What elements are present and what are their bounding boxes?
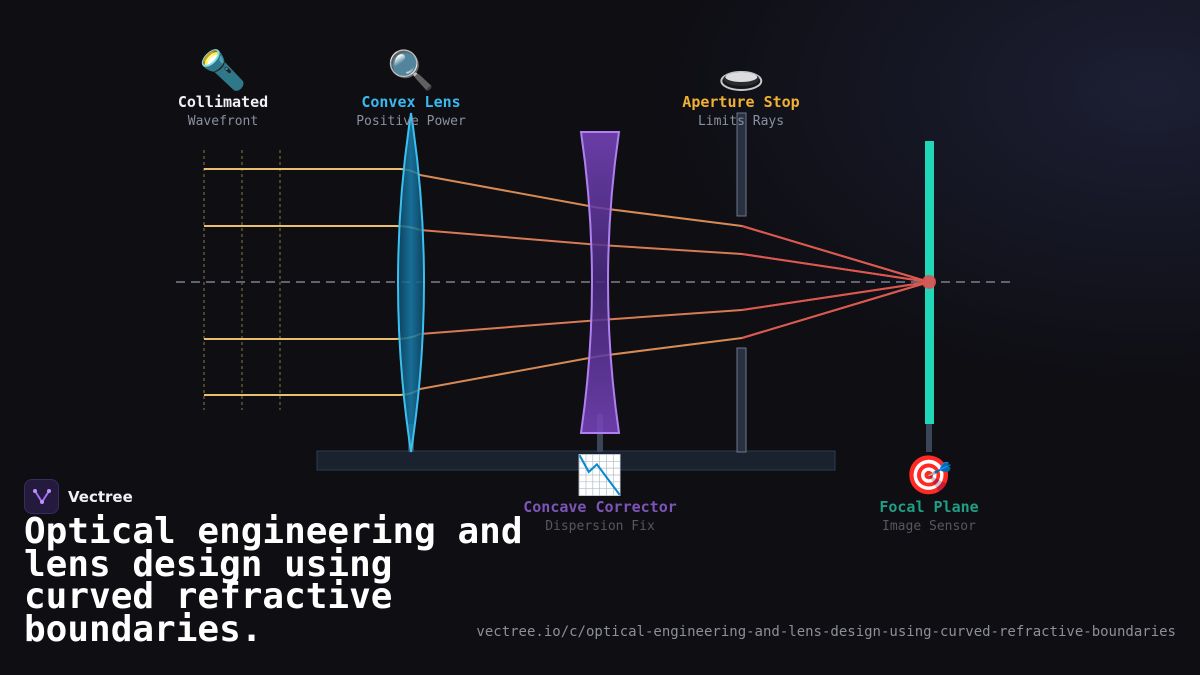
vectree-logo-icon: [24, 479, 59, 514]
page-title: Optical engineering and lens design usin…: [24, 511, 523, 650]
flashlight-icon: 🔦: [199, 48, 247, 92]
convex-lens-subtitle: Positive Power: [356, 114, 466, 129]
focal-point: [922, 275, 936, 289]
target-icon: 🎯: [905, 453, 953, 497]
aperture-stop-title: Aperture Stop: [682, 93, 800, 111]
magnifier-icon: 🔍: [387, 48, 435, 92]
focal-plane-subtitle: Image Sensor: [882, 519, 976, 534]
sensor-mount: [926, 424, 932, 452]
concave-corrector-title: Concave Corrector: [523, 498, 677, 516]
collimated-subtitle: Wavefront: [187, 114, 259, 129]
focused-rays: [741, 225, 930, 339]
aperture-blade-top: [736, 112, 747, 217]
chart-decreasing-icon: 📉: [576, 453, 624, 497]
convex-lens-title: Convex Lens: [361, 93, 461, 111]
brand-name: Vectree: [68, 487, 133, 506]
page-url[interactable]: vectree.io/c/optical-engineering-and-len…: [476, 624, 1176, 640]
optical-bench: [316, 450, 836, 471]
wavefront-lines: [203, 150, 281, 410]
concave-corrector-subtitle: Dispersion Fix: [545, 519, 655, 534]
collimated-title: Collimated: [177, 93, 269, 111]
collimated-label: 🔦 Collimated Wavefront: [178, 48, 268, 132]
focal-plane-label: 🎯 Focal Plane Image Sensor: [879, 453, 978, 537]
concave-corrector-label: 📉 Concave Corrector Dispersion Fix: [523, 453, 677, 537]
convex-lens-label: 🔍 Convex Lens Positive Power: [356, 48, 466, 132]
brand[interactable]: Vectree: [24, 479, 133, 514]
concave-lens: [579, 131, 621, 434]
convex-lens: [397, 112, 425, 453]
aperture-disc-icon: [682, 48, 799, 92]
aperture-stop-label: Aperture Stop Limits Rays: [682, 48, 800, 132]
focal-plane-title: Focal Plane: [879, 498, 979, 516]
aperture-blade-bottom: [736, 347, 747, 453]
aperture-stop-subtitle: Limits Rays: [697, 114, 785, 129]
